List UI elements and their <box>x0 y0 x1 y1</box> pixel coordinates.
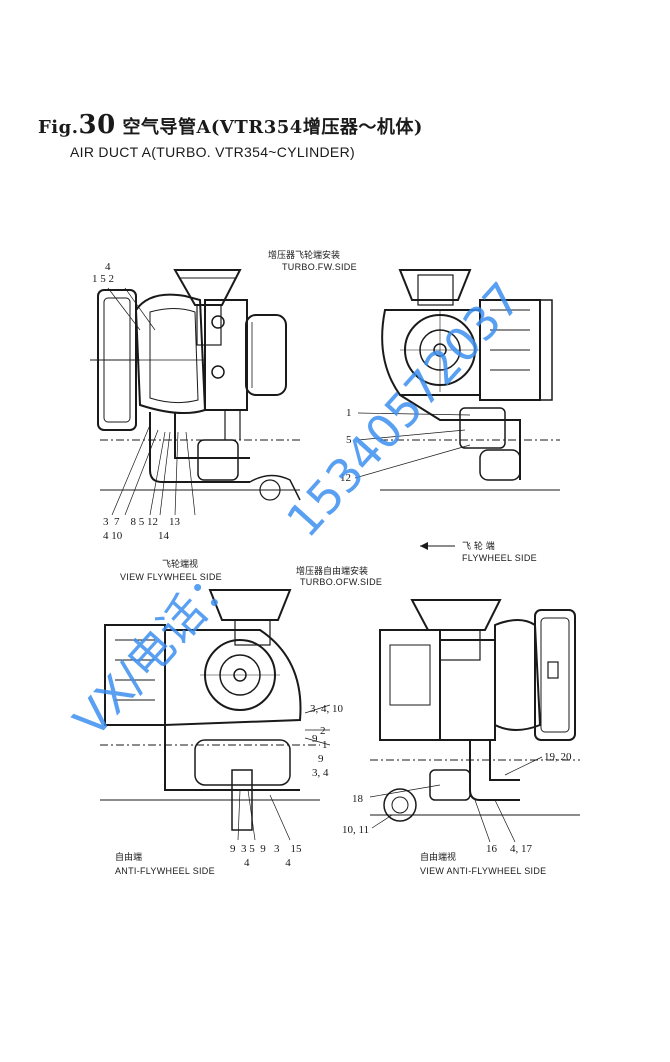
caption-anti-cn: 自由端 <box>115 851 142 863</box>
title-en: AIR DUCT A(TURBO. VTR354~CYLINDER) <box>70 144 355 160</box>
label-tl-row1: 3 7 8 5 12 13 <box>103 516 181 528</box>
label-tr-12: 12 <box>340 472 351 484</box>
label-br-18: 18 <box>352 793 364 805</box>
label-br-4-17: 4, 17 <box>510 843 533 855</box>
label-br-10-11: 10, 11 <box>342 824 369 836</box>
label-bl-9a: 9 <box>312 733 318 745</box>
label-tl-152: 1 5 2 <box>92 273 114 285</box>
label-br-19-20: 19, 20 <box>544 751 572 763</box>
caption-view-fw-en: VIEW FLYWHEEL SIDE <box>120 572 222 582</box>
fig-prefix: Fig. <box>38 117 79 138</box>
label-tr-1: 1 <box>346 407 352 419</box>
label-bl-row1: 9 3 5 9 3 15 <box>230 843 302 855</box>
watermark-phone: 15340572037 <box>276 272 532 547</box>
label-tr-5: 5 <box>346 434 352 446</box>
anti-flywheel-side-drawing <box>100 589 331 841</box>
caption-flywheel-en: FLYWHEEL SIDE <box>462 553 537 563</box>
caption-turbo-ofw-cn: 增压器自由端安装 <box>296 565 368 577</box>
caption-turbo-fw-en: TURBO.FW.SIDE <box>282 262 357 272</box>
fig-number: 30 <box>78 110 116 140</box>
view-flywheel-side-drawing <box>90 269 301 516</box>
turbo-fw-side-drawing <box>354 269 560 550</box>
label-bl-3-4: 3, 4 <box>312 767 329 779</box>
label-bl-2: 2 <box>320 725 326 737</box>
label-tl-4: 4 <box>105 261 111 273</box>
label-tl-row2: 4 10 14 <box>103 530 170 542</box>
label-br-16: 16 <box>486 843 498 855</box>
caption-anti-en: ANTI-FLYWHEEL SIDE <box>115 866 215 876</box>
view-anti-flywheel-drawing <box>369 599 580 843</box>
caption-view-anti-en: VIEW ANTI-FLYWHEEL SIDE <box>420 866 546 876</box>
caption-turbo-ofw-en: TURBO.OFW.SIDE <box>300 577 382 587</box>
caption-view-anti-cn: 自由端视 <box>420 851 456 863</box>
title-cn: 空气导管A(VTR354增压器～机体) <box>122 117 423 138</box>
label-bl-1: 1 <box>322 739 328 751</box>
caption-flywheel-cn: 飞 轮 端 <box>462 540 495 552</box>
label-bl-3-4-10: 3, 4, 10 <box>310 703 344 715</box>
caption-turbo-fw-cn: 增压器飞轮端安装 <box>268 249 340 261</box>
label-bl-row2: 4 4 <box>244 857 291 869</box>
label-bl-9b: 9 <box>318 753 324 765</box>
caption-view-fw-cn: 飞轮端视 <box>162 558 198 570</box>
figure-title: Fig.30 空气导管A(VTR354增压器～机体) <box>38 110 423 140</box>
